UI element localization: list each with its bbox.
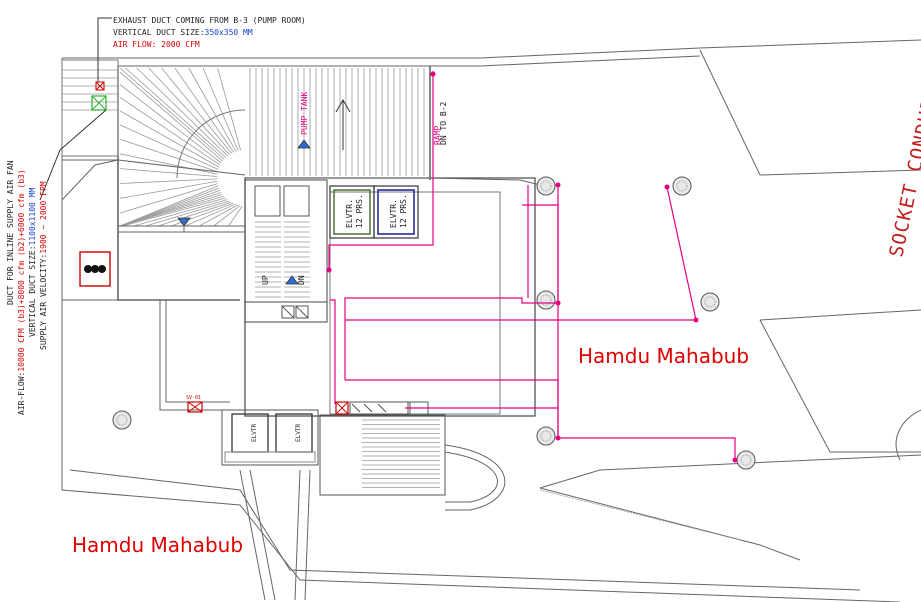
socket-conduit-label: SOCKET CONDUIT(1 — [885, 60, 921, 259]
stair-core: UP DN — [244, 179, 328, 323]
supply-line2: AIR-FLOW:10000 CFM (b3)+8000 cfm (b2)+60… — [17, 169, 26, 415]
supply-line1: DUCT FOR INLINE SUPPLY AIR FAN — [6, 160, 15, 305]
lower-drive-lines — [239, 469, 801, 601]
exhaust-line3: AIR FLOW: 2000 CFM — [113, 40, 200, 49]
svg-text:ELVTR: ELVTR — [251, 424, 258, 442]
magenta-duct-routes — [326, 70, 738, 463]
stair-dn-label: DN — [297, 275, 306, 285]
level-markers — [177, 139, 311, 285]
exhaust-line1: EXHAUST DUCT COMING FROM B-3 (PUMP ROOM) — [113, 16, 306, 25]
small-lifts: ELVTR ELVTR — [221, 409, 319, 466]
ramp-hatching — [119, 67, 425, 227]
left-stair-block — [61, 59, 230, 411]
svg-text:12 PRS.: 12 PRS. — [399, 194, 408, 228]
stair-up-label: UP — [261, 275, 270, 285]
supply-note: DUCT FOR INLINE SUPPLY AIR FAN AIR-FLOW:… — [6, 160, 48, 415]
supply-line4: SUPPLY AIR VELOCITY:1900 ~ 2000 FPM — [39, 181, 48, 350]
ramp-labels: RAMP DN TO B-2 PUMP TANK — [300, 91, 448, 145]
watermark-right: Hamdu Mahabub — [578, 344, 749, 368]
site-boundary — [61, 39, 921, 602]
elevator-1: ELVTR. 12 PRS. — [329, 185, 375, 239]
svg-text:ELVTR: ELVTR — [295, 424, 302, 442]
core-building — [244, 177, 541, 417]
right-structures — [539, 49, 921, 489]
exhaust-note: EXHAUST DUCT COMING FROM B-3 (PUMP ROOM)… — [113, 16, 306, 49]
elevator-2: ELVTR. 12 PRS. — [373, 185, 419, 239]
dn-to-b2-label: DN TO B-2 — [439, 101, 448, 145]
exhaust-line2: VERTICAL DUCT SIZE:350x350 MM — [113, 28, 253, 37]
round-fixtures — [112, 176, 756, 470]
fire-dampers: SV-01 — [91, 81, 349, 415]
note-leaders — [39, 17, 112, 201]
watermark-left: Hamdu Mahabub — [72, 533, 243, 557]
svg-text:SV-01: SV-01 — [186, 395, 201, 401]
supply-fan-unit — [79, 251, 111, 287]
svg-text:ELVTR.: ELVTR. — [389, 199, 398, 228]
supply-line3: VERTICAL DUCT SIZE:1100x1100 MM — [28, 188, 37, 337]
pump-tank-label: PUMP TANK — [300, 91, 309, 135]
lower-stair — [319, 401, 506, 511]
ramp-direction-arrow — [335, 99, 351, 150]
ramp-label: RAMP — [433, 126, 442, 145]
svg-text:12 PRS.: 12 PRS. — [355, 194, 364, 228]
svg-text:ELVTR.: ELVTR. — [345, 199, 354, 228]
